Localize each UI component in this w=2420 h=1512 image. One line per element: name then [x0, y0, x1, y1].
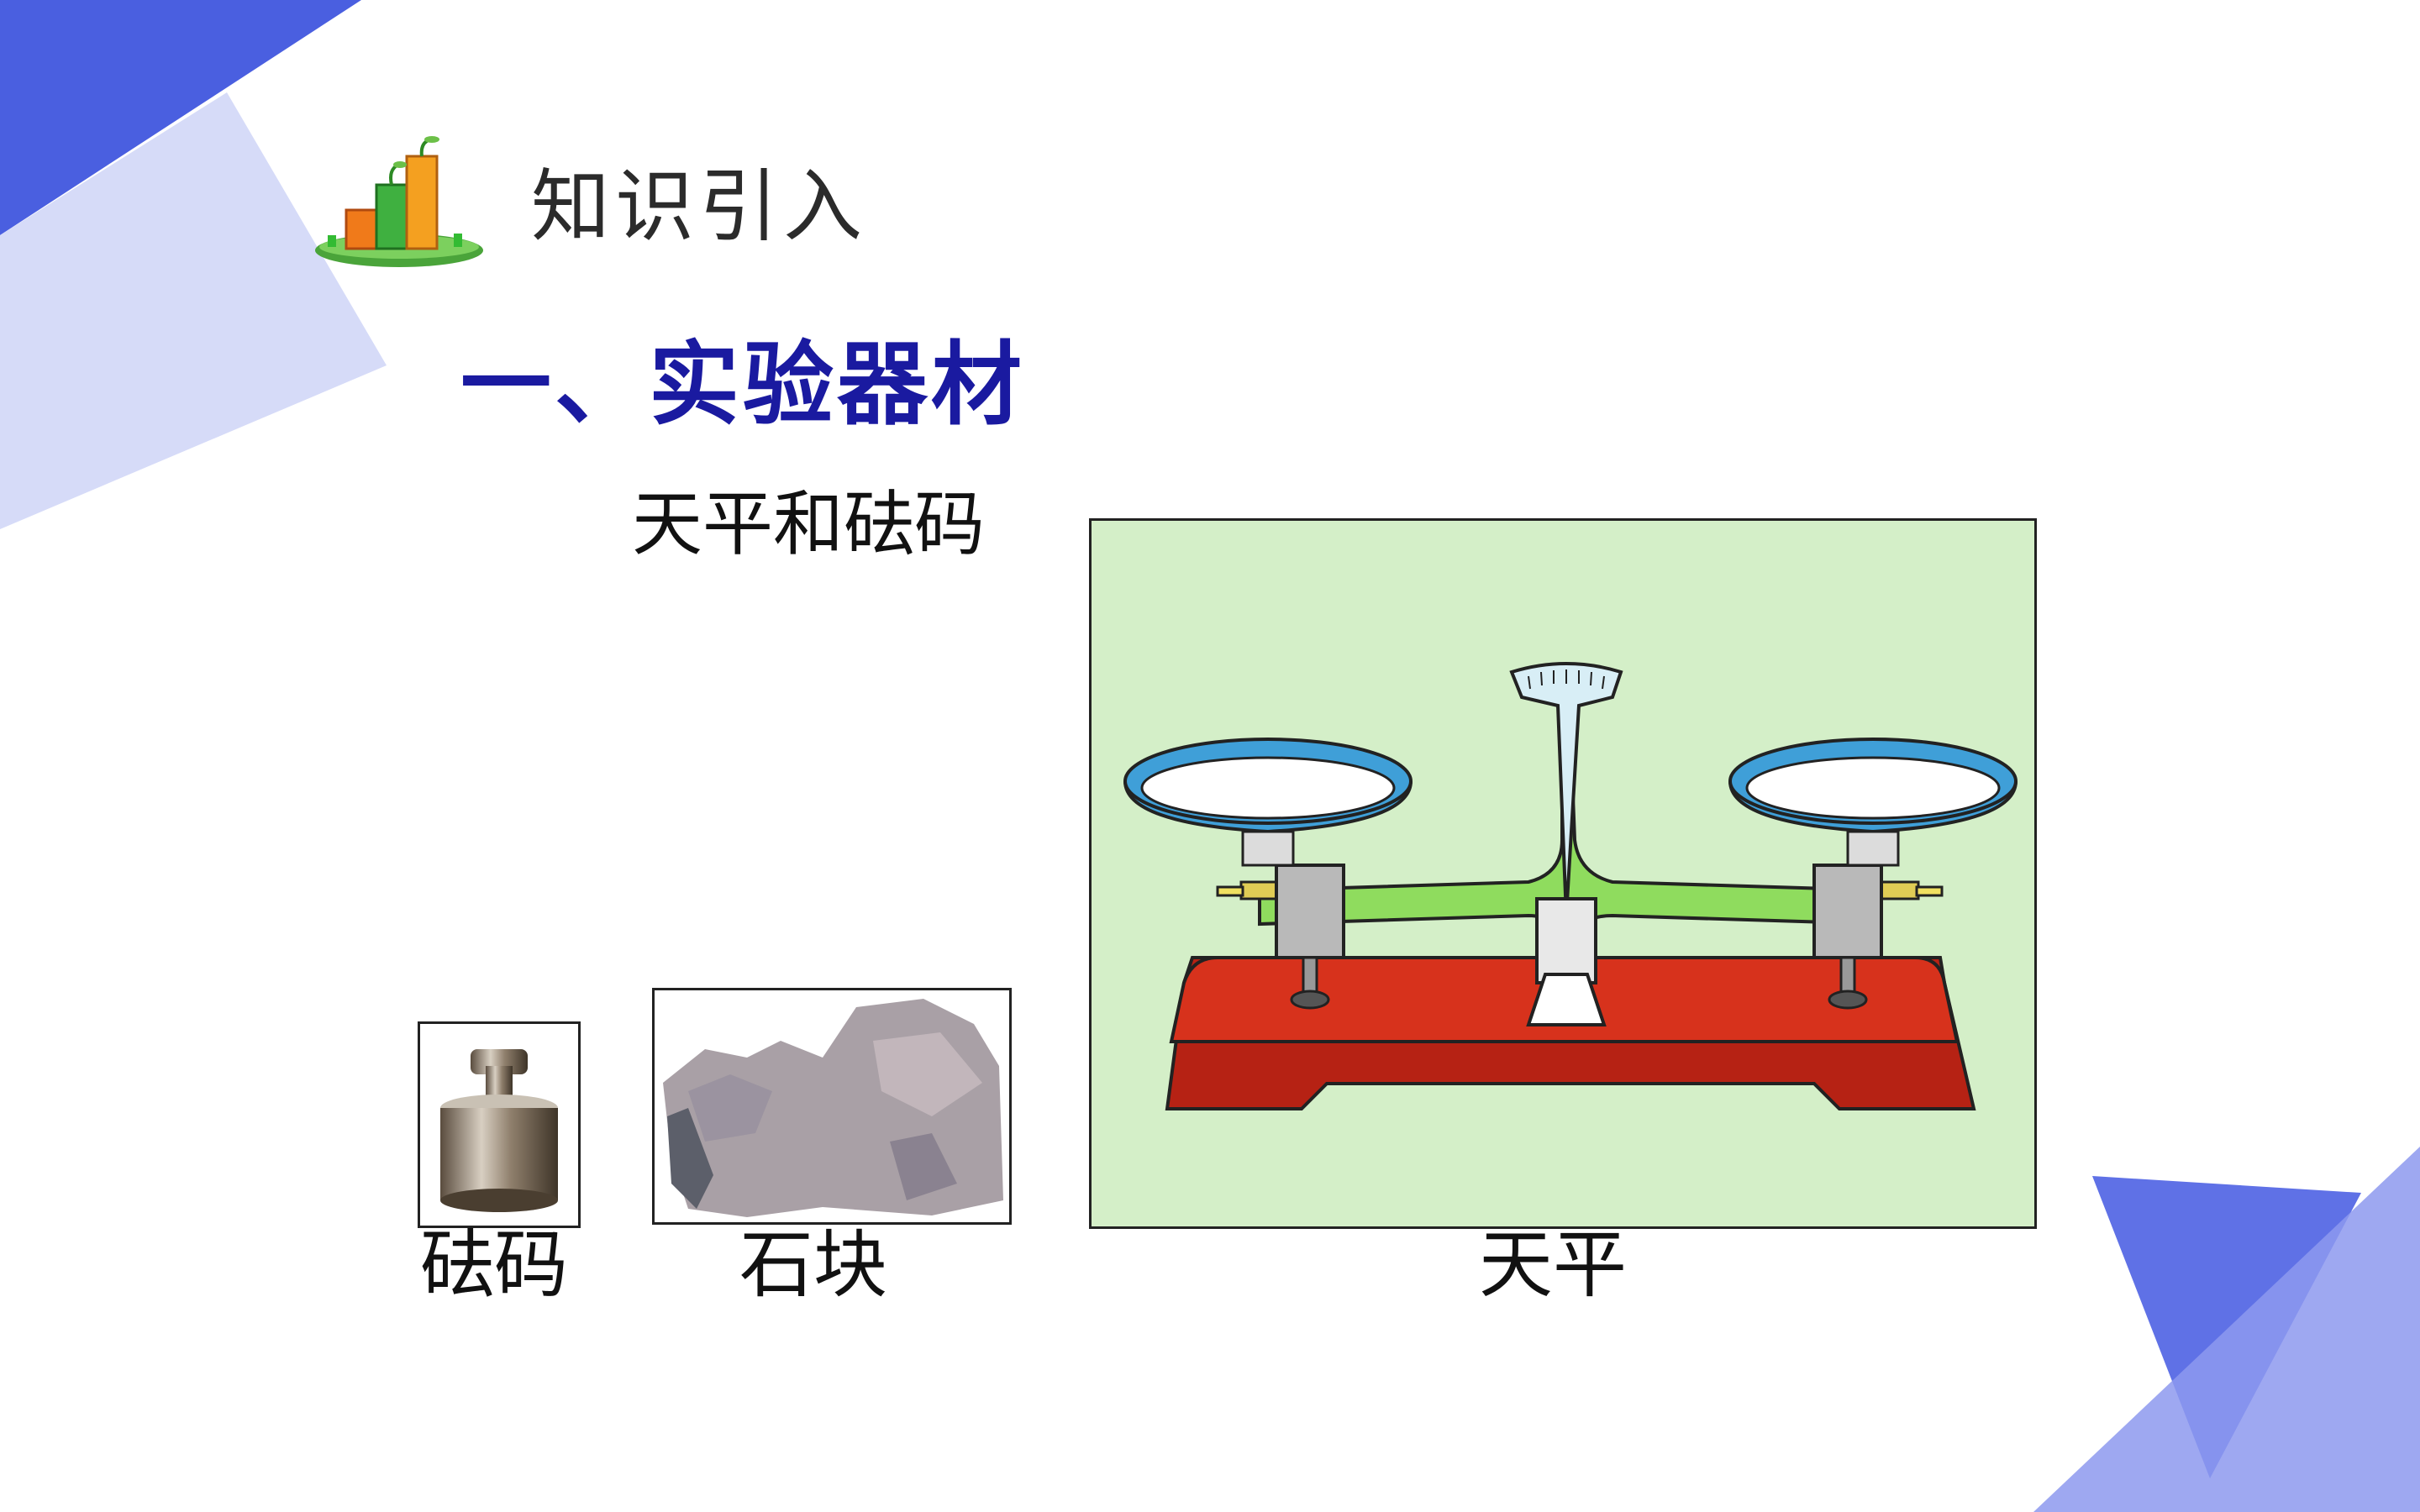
balance-image: [1089, 518, 2037, 1229]
stone-icon: [655, 990, 1009, 1222]
stone-image: [652, 988, 1012, 1225]
weight-icon: [420, 1024, 578, 1226]
stone-caption: 石块: [739, 1228, 887, 1302]
intro-text: 天平和砝码: [632, 489, 985, 559]
balance-scale-icon: [1092, 521, 2034, 1226]
weight-image: [418, 1021, 581, 1228]
page-title: 知识引入: [531, 168, 867, 247]
weight-caption: 砝码: [420, 1228, 568, 1302]
balance-caption: 天平: [1479, 1228, 1627, 1302]
section-title: 一、实验器材: [460, 340, 1025, 431]
bar-chart-plant-icon: [311, 134, 487, 269]
